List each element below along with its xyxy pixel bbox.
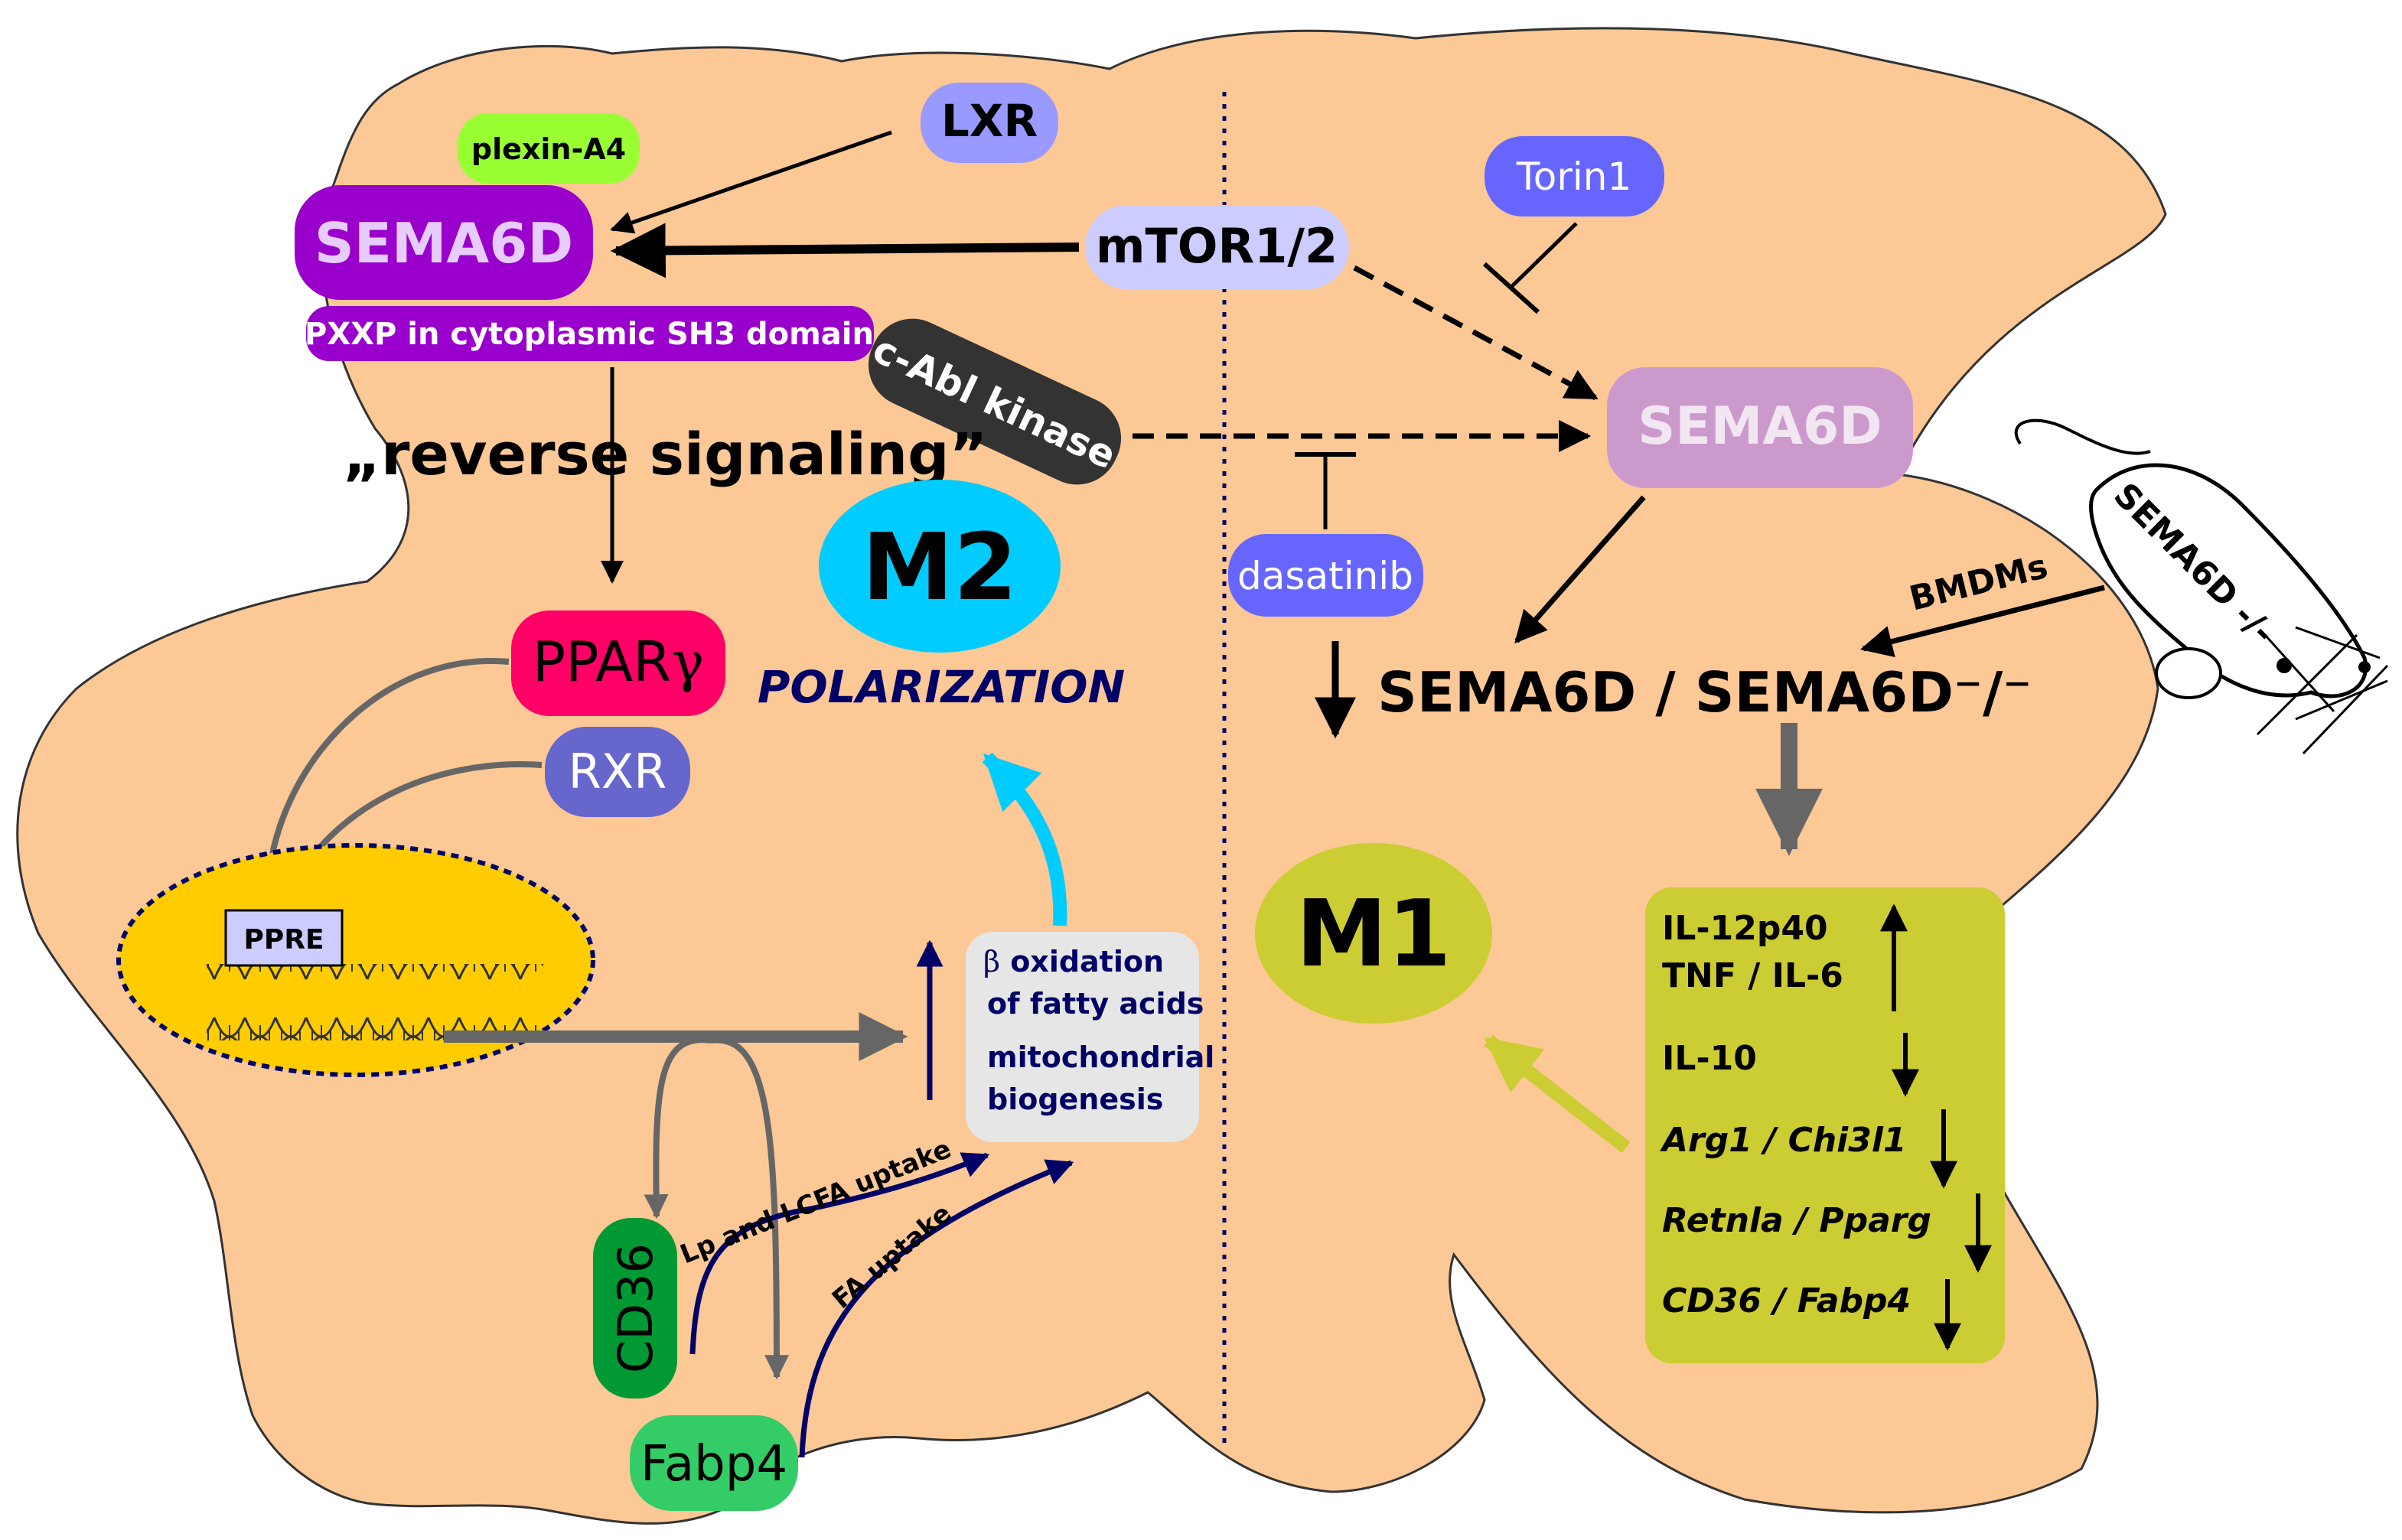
- beta-oxidation-box: [966, 932, 1199, 1142]
- readout-box: [1645, 887, 2005, 1363]
- pxxp-domain-bar: [306, 306, 874, 361]
- mtor-label: mTOR1/2: [1096, 218, 1338, 274]
- lxr-node: [921, 83, 1058, 163]
- ppar-gamma-label: PPARγ: [533, 630, 705, 694]
- arrow-to-cd36: [644, 1037, 712, 1219]
- m2-label: M2: [862, 515, 1018, 621]
- arrow-bmdms: [1859, 584, 2105, 658]
- arrow-mtor-to-sema6d: [610, 223, 1080, 278]
- rxr-label: RXR: [569, 744, 667, 799]
- torin1-inhibition-stem: [1510, 222, 1578, 288]
- sema6d-left-node: [295, 185, 593, 300]
- sema6d-right-label: SEMA6D: [1638, 396, 1882, 457]
- cd36-node: CD36: [593, 1218, 677, 1398]
- beta-oxidation-text: β oxidation: [983, 945, 1164, 978]
- torin1-node: [1485, 136, 1664, 217]
- readout-item: Arg1 / Chi3l1: [1660, 1121, 1907, 1160]
- arrow-mtor-to-sema6d-right: [1353, 265, 1599, 401]
- beta-line3: mitochondrial: [987, 1040, 1214, 1074]
- polarization-label: POLARIZATION: [758, 661, 1125, 713]
- m1-node: [1255, 843, 1492, 1024]
- arrow-readout-to-m1: [1484, 1034, 1631, 1154]
- sema6d-left-label: SEMA6D: [315, 211, 573, 275]
- beta-symbol: β: [983, 945, 1000, 978]
- readout-item: TNF / IL-6: [1662, 956, 1843, 995]
- arrow-to-fabp4: [711, 1037, 789, 1380]
- beta-line1: oxidation: [1000, 945, 1164, 978]
- readout-item: IL-12p40: [1662, 909, 1828, 948]
- ppar-gamma-node: [511, 610, 725, 716]
- arrow-cd36-uptake: [689, 1152, 990, 1355]
- arrow-ppar-to-nucleus: [256, 657, 510, 890]
- sema6d-ko-line: SEMA6D / SEMA6D⁻/⁻: [1377, 660, 2032, 724]
- rxr-node: [545, 727, 690, 817]
- beta-line4: biogenesis: [987, 1083, 1163, 1116]
- pxxp-domain-label: PXXP in cytoplasmic SH3 domain: [305, 317, 874, 352]
- plexin-a4-node: [458, 113, 640, 184]
- fabp4-node: [630, 1415, 798, 1511]
- mtor-node: [1085, 205, 1349, 289]
- cd36-label: CD36: [608, 1243, 663, 1373]
- dna-helix: [207, 964, 543, 1040]
- sema6d-right-node: [1607, 367, 1913, 488]
- readout-item: IL-10: [1662, 1039, 1757, 1078]
- reverse-signaling-label: „reverse signaling”: [343, 420, 987, 488]
- plexin-a4-label: plexin-A4: [471, 132, 626, 166]
- m2-node: [819, 480, 1061, 653]
- arrow-lxr-to-sema6d: [610, 130, 892, 234]
- readout-item: Retnla / Pparg: [1662, 1201, 1931, 1240]
- torin1-inhibition-bar: [1482, 262, 1540, 314]
- dasatinib-node: [1228, 534, 1423, 617]
- arrow-sema6d-to-readout: [1514, 495, 1646, 644]
- arrow-beta-to-m2: [982, 752, 1067, 926]
- ppar-gamma-symbol: γ: [671, 630, 704, 694]
- fabp4-label: Fabp4: [640, 1436, 787, 1493]
- ppar-prefix: PPAR: [533, 630, 672, 694]
- readout-item: CD36 / Fabp4: [1662, 1281, 1911, 1320]
- lxr-label: LXR: [941, 95, 1038, 147]
- ppre-label: PPRE: [243, 924, 324, 956]
- dasatinib-label: dasatinib: [1237, 554, 1413, 598]
- ppre-box: [224, 909, 344, 967]
- arrow-fabp4-uptake: [799, 1159, 1074, 1458]
- m1-label: M1: [1296, 881, 1452, 988]
- beta-line2: of fatty acids: [987, 987, 1204, 1021]
- torin1-label: Torin1: [1516, 155, 1632, 199]
